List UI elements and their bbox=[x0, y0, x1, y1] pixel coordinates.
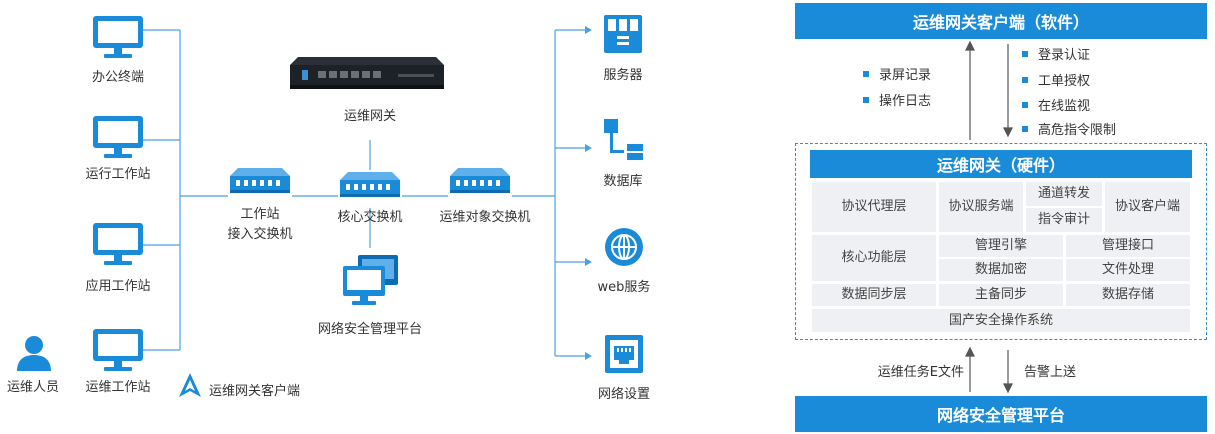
file-processing: 文件处理 bbox=[1066, 259, 1190, 281]
bullet-ticket-auth: 工单授权 bbox=[1022, 70, 1090, 89]
command-audit: 指令审计 bbox=[1026, 208, 1102, 232]
ops-gateway-device-icon bbox=[290, 57, 444, 89]
target-switch-icon bbox=[450, 168, 510, 193]
bullet-login-auth: 登录认证 bbox=[1022, 44, 1090, 63]
network-settings-label: 网络设置 bbox=[597, 387, 650, 402]
app-workstation-label: 应用工作站 bbox=[85, 279, 151, 294]
security-platform-label: 网络安全管理平台 bbox=[317, 322, 422, 337]
data-encryption: 数据加密 bbox=[939, 259, 1063, 281]
bullet-label: 登录认证 bbox=[1038, 48, 1091, 63]
database-label: 数据库 bbox=[603, 174, 643, 189]
protocol-client: 协议客户端 bbox=[1105, 182, 1190, 232]
office-terminal-label: 办公终端 bbox=[91, 70, 144, 85]
database-icon bbox=[604, 119, 643, 160]
protocol-proxy-layer: 协议代理层 bbox=[812, 182, 936, 232]
network-port-icon bbox=[605, 335, 643, 373]
bullet-label: 在线监视 bbox=[1038, 99, 1091, 114]
ops-workstation-label: 运行工作站 bbox=[85, 167, 151, 182]
management-interface: 管理接口 bbox=[1066, 235, 1190, 257]
ops-person-icon bbox=[17, 336, 51, 371]
access-switch-icon bbox=[230, 168, 290, 193]
web-globe-icon bbox=[605, 228, 643, 266]
core-switch-label: 核心交换机 bbox=[337, 210, 403, 225]
server-label: 服务器 bbox=[603, 68, 643, 83]
ops-workstation-monitor-icon bbox=[93, 116, 143, 158]
web-service-label: web服务 bbox=[597, 280, 651, 295]
target-switch-label: 运维对象交换机 bbox=[439, 210, 531, 225]
bullet-label: 工单授权 bbox=[1038, 74, 1091, 89]
bullet-high-risk-cmd: 高危指令限制 bbox=[1022, 119, 1116, 138]
client-legend-label: 运维网关客户端 bbox=[209, 384, 301, 399]
data-storage: 数据存储 bbox=[1066, 284, 1190, 306]
access-switch-label-line1: 工作站 bbox=[240, 207, 280, 222]
bullet-screen-record: 录屏记录 bbox=[863, 64, 931, 83]
bullet-online-monitor: 在线监视 bbox=[1022, 95, 1090, 114]
gateway-dashed-frame bbox=[795, 143, 1207, 340]
access-switch-label-line2: 接入交换机 bbox=[227, 227, 293, 242]
server-icon bbox=[604, 15, 642, 53]
management-engine: 管理引擎 bbox=[939, 235, 1063, 257]
bullet-label: 操作日志 bbox=[879, 94, 932, 109]
gateway-hardware-title: 运维网关（硬件） bbox=[810, 150, 1192, 178]
data-sync-layer: 数据同步层 bbox=[812, 284, 936, 306]
bullet-label: 录屏记录 bbox=[879, 68, 932, 83]
maintenance-workstation-label: 运维工作站 bbox=[85, 380, 151, 395]
client-software-bar: 运维网关客户端（软件） bbox=[795, 3, 1207, 39]
bullet-label: 高危指令限制 bbox=[1038, 123, 1117, 138]
ops-task-file-flow-label: 运维任务E文件 bbox=[877, 365, 964, 380]
alarm-report-flow-label: 告警上送 bbox=[1024, 365, 1077, 380]
app-workstation-monitor-icon bbox=[93, 223, 143, 265]
core-function-layer: 核心功能层 bbox=[812, 235, 936, 281]
domestic-secure-os: 国产安全操作系统 bbox=[812, 309, 1190, 332]
channel-forward: 通道转发 bbox=[1026, 182, 1102, 206]
client-logo-icon bbox=[179, 373, 201, 397]
ops-person-label: 运维人员 bbox=[6, 380, 59, 395]
security-platform-monitors-icon bbox=[343, 255, 398, 305]
ops-gateway-label: 运维网关 bbox=[343, 109, 396, 124]
security-platform-bar: 网络安全管理平台 bbox=[795, 396, 1207, 432]
primary-backup-sync: 主备同步 bbox=[939, 284, 1063, 306]
bullet-operation-log: 操作日志 bbox=[863, 90, 931, 109]
core-switch-icon bbox=[340, 172, 400, 197]
maintenance-workstation-monitor-icon bbox=[93, 329, 143, 371]
protocol-server: 协议服务端 bbox=[939, 182, 1023, 232]
office-terminal-monitor-icon bbox=[93, 16, 143, 58]
